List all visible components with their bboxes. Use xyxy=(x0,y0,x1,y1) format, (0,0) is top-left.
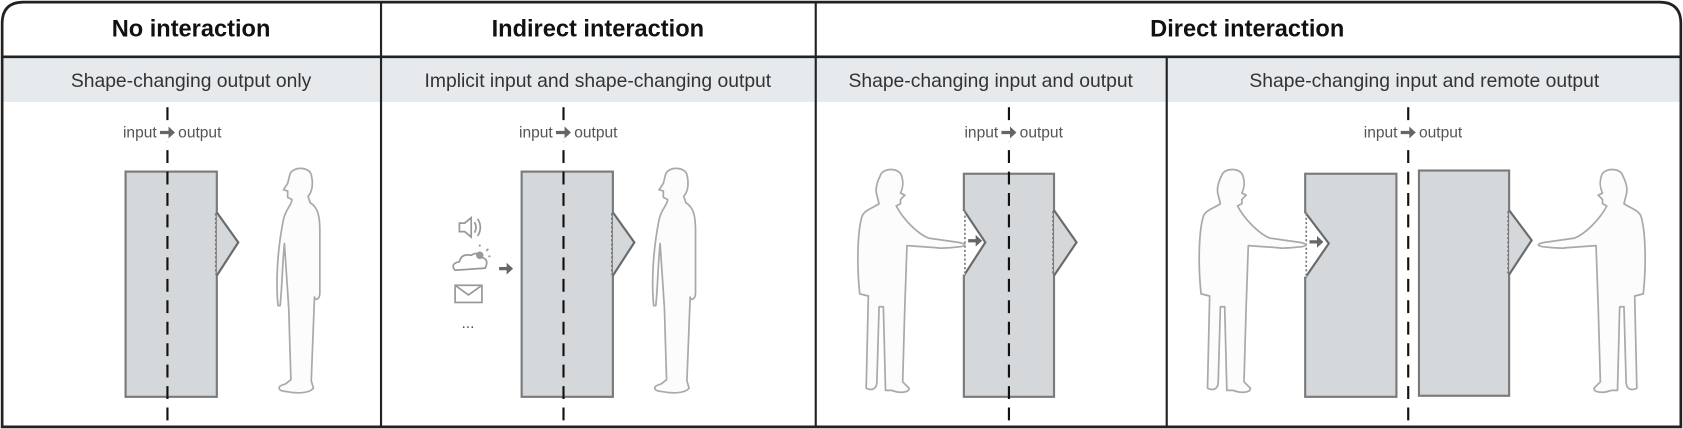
label-backdrop xyxy=(115,122,234,142)
person-reaching-remote xyxy=(1537,168,1647,394)
remote-output-device xyxy=(1417,169,1511,397)
mail-icon xyxy=(454,284,483,304)
output-bulge xyxy=(215,211,240,277)
arrow-right-icon xyxy=(499,262,514,275)
mail-icon-flap xyxy=(454,284,483,296)
speaker-icon xyxy=(458,215,482,239)
arrow-right-icon xyxy=(1400,126,1416,139)
person-reaching xyxy=(857,168,966,394)
arrow-right-icon xyxy=(1309,235,1324,248)
person-standing xyxy=(276,167,321,394)
output-label: output xyxy=(178,124,222,141)
subtitle-panel4: Shape-changing input and remote output xyxy=(1249,71,1600,92)
input-label: input xyxy=(519,124,553,141)
output-label: output xyxy=(1419,124,1463,141)
arrow-right-icon xyxy=(1001,126,1017,139)
shape-changing-device xyxy=(124,170,218,398)
arrow-right-icon xyxy=(555,126,572,139)
panel-direct-input-output: input output xyxy=(857,107,1078,423)
panel-direct-remote-output: input output xyxy=(1198,107,1647,423)
input-label: input xyxy=(1364,124,1398,141)
input-label: input xyxy=(964,124,998,141)
subtitle-panel2: Implicit input and shape-changing output xyxy=(425,71,772,92)
header-indirect-interaction: Indirect interaction xyxy=(492,16,704,42)
person-standing xyxy=(651,167,697,394)
person-reaching-input xyxy=(1198,168,1307,394)
subtitle-band xyxy=(3,57,1680,102)
header-no-interaction: No interaction xyxy=(112,16,271,42)
output-bulge xyxy=(611,211,636,277)
output-label: output xyxy=(574,124,618,141)
output-bulge xyxy=(1508,209,1533,276)
subtitle-panel1: Shape-changing output only xyxy=(71,71,312,92)
panel-no-interaction: input output xyxy=(115,107,321,423)
more-inputs-ellipsis: ... xyxy=(461,315,474,332)
input-device xyxy=(1304,172,1398,398)
shape-changing-device xyxy=(520,170,614,398)
output-bulge xyxy=(1053,209,1078,277)
weather-icon xyxy=(452,244,491,272)
input-label: input xyxy=(123,124,157,141)
subtitle-panel3: Shape-changing input and output xyxy=(848,71,1133,92)
arrow-right-icon xyxy=(159,126,175,139)
arrow-right-icon xyxy=(968,234,983,247)
label-backdrop xyxy=(511,122,631,142)
header-direct-interaction: Direct interaction xyxy=(1150,16,1344,42)
input-indent xyxy=(962,209,987,277)
output-label: output xyxy=(1020,124,1064,141)
panel-indirect-interaction: input output ... xyxy=(452,107,697,423)
